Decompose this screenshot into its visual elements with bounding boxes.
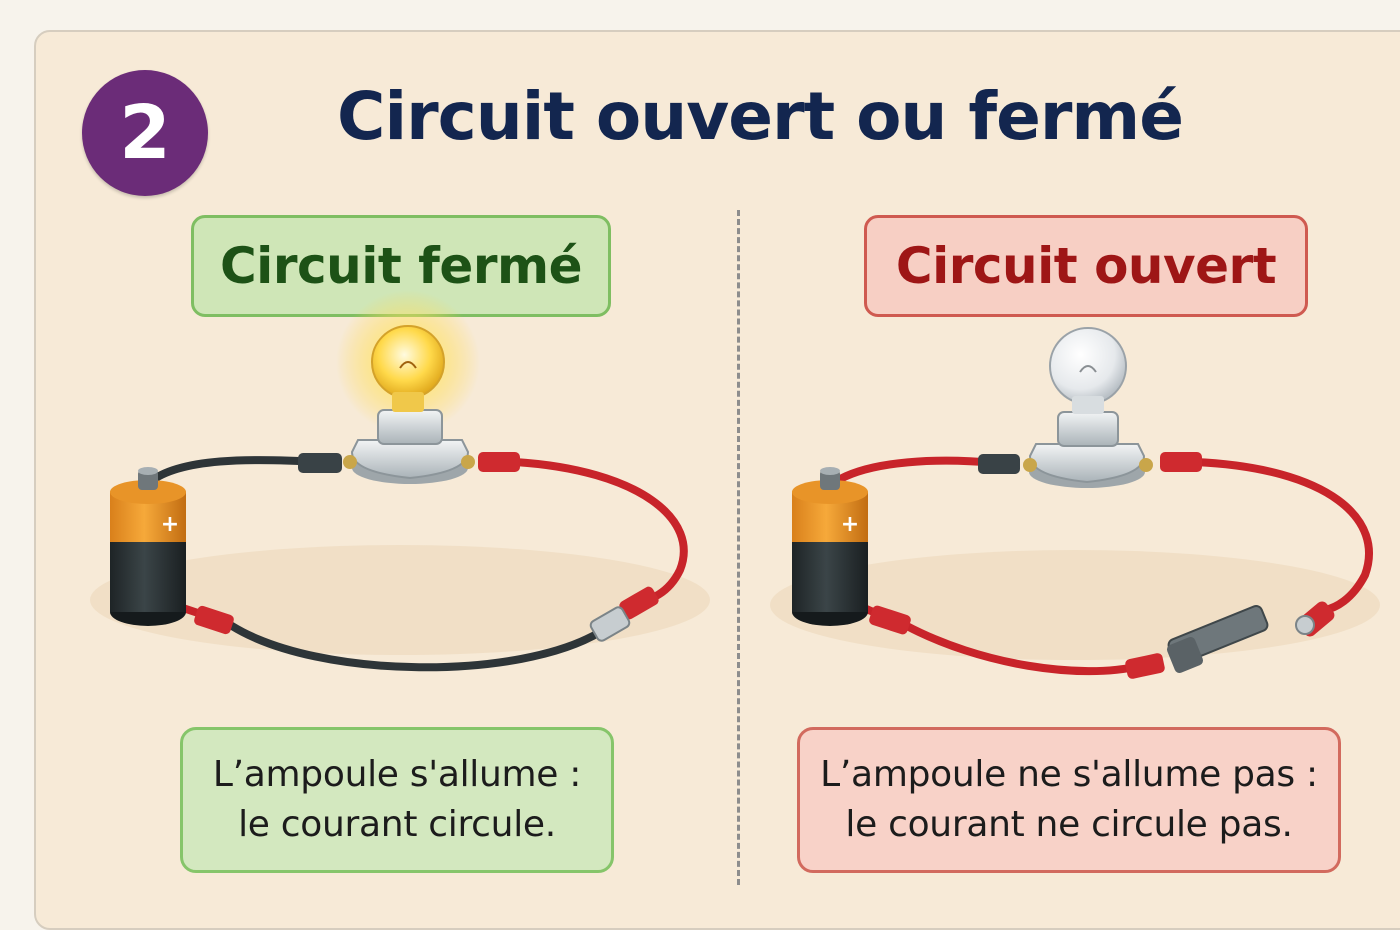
black-connector — [978, 454, 1020, 474]
unlit-bulb-icon — [1023, 327, 1153, 488]
battery-icon: + — [110, 467, 186, 626]
red-connector — [619, 586, 659, 620]
open-circuit-caption: L’ampoule ne s'allume pas : le courant n… — [797, 727, 1341, 873]
closed-caption-line1: L’ampoule s'allume : — [212, 753, 582, 795]
step-number-badge: 2 — [82, 70, 208, 196]
black-connector — [298, 453, 342, 473]
battery-plus-symbol: + — [161, 512, 179, 537]
red-connector — [1160, 452, 1202, 472]
circuit-illustrations: + — [90, 290, 1380, 679]
red-wire-top-left — [831, 456, 999, 486]
red-connector — [478, 452, 520, 472]
closed-shadow — [90, 545, 710, 655]
lit-bulb-icon — [336, 290, 480, 484]
open-caption-line1: L’ampoule ne s'allume pas : — [820, 753, 1318, 795]
open-circuit: + — [770, 327, 1380, 679]
open-caption-line2: le courant ne circule pas. — [845, 804, 1293, 845]
red-wire-right — [511, 458, 688, 606]
black-wire-bottom — [228, 622, 604, 672]
step-number: 2 — [119, 90, 171, 176]
page-title: Circuit ouvert ou fermé — [337, 78, 1184, 155]
metal-clip — [589, 606, 631, 642]
red-connector — [869, 605, 911, 635]
red-wire-right — [1191, 458, 1373, 614]
panel-divider — [737, 210, 740, 885]
battery-icon: + — [792, 467, 868, 626]
red-wire-bottom — [901, 621, 1144, 676]
closed-caption-line2: le courant circule. — [238, 804, 556, 845]
closed-circuit-label: Circuit fermé — [191, 215, 611, 317]
closed-circuit: + — [90, 290, 710, 672]
red-connector — [1125, 653, 1165, 679]
open-switch-icon — [1166, 601, 1335, 674]
red-connector — [194, 605, 234, 635]
open-circuit-label: Circuit ouvert — [864, 215, 1308, 317]
black-wire-top — [146, 456, 324, 486]
closed-circuit-caption: L’ampoule s'allume : le courant circule. — [180, 727, 614, 873]
battery-plus-symbol: + — [841, 512, 859, 537]
